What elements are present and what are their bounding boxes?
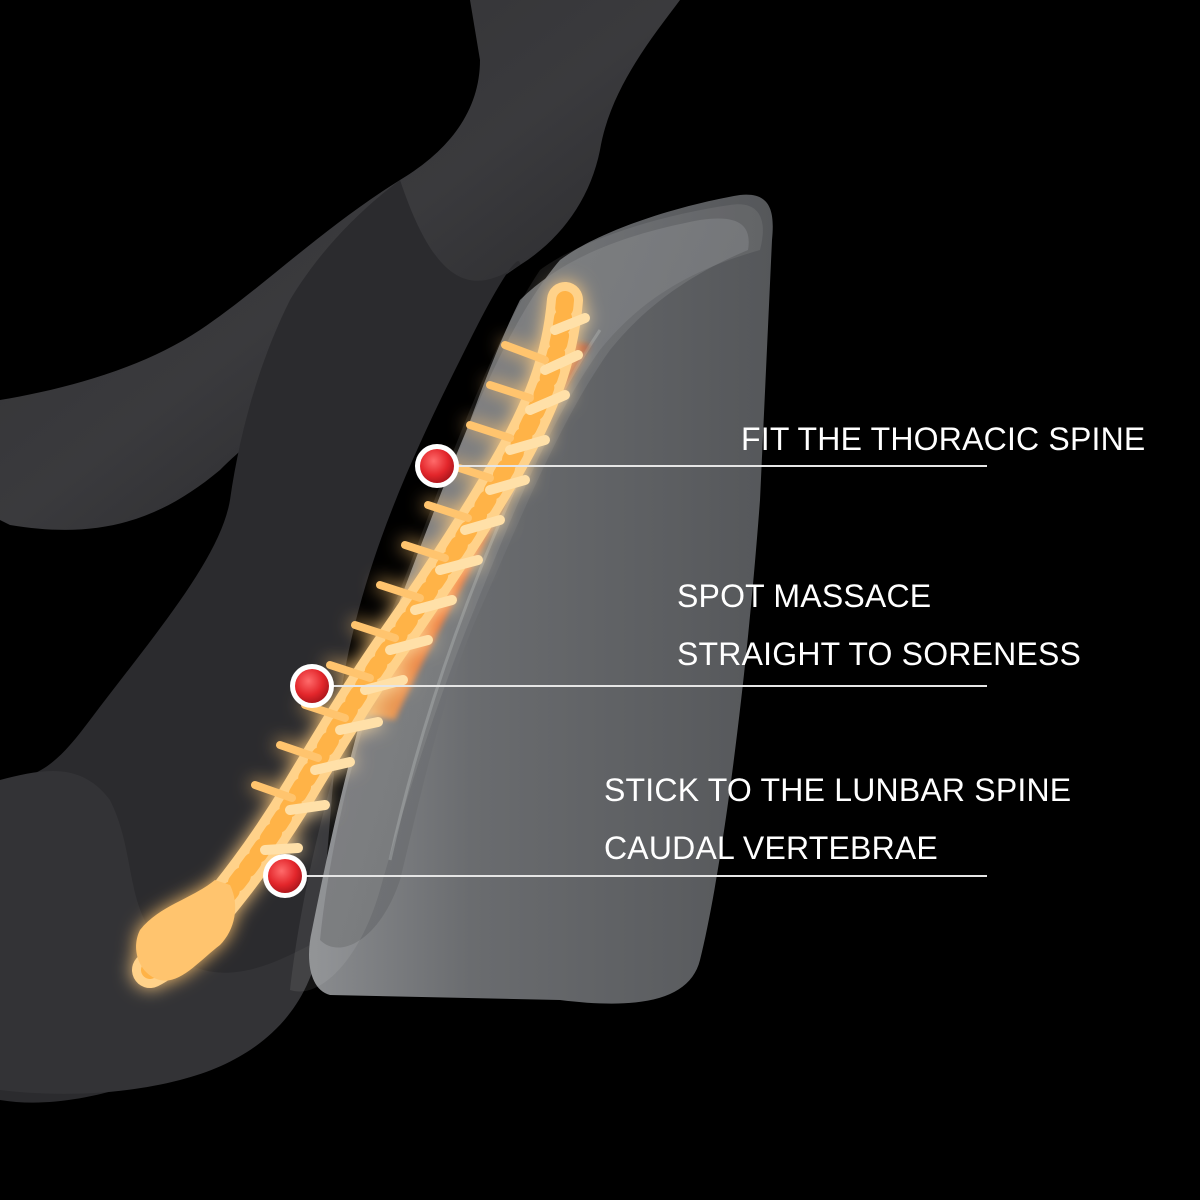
marker-massage — [290, 664, 334, 708]
callout-spot-massage: SPOT MASSACE STRAIGHT TO SORENESS — [677, 567, 1081, 683]
spine-illustration — [132, 282, 590, 988]
callout-lines — [300, 465, 987, 877]
marker-thoracic — [415, 444, 459, 488]
callout-massage-line-1: SPOT MASSACE — [677, 578, 932, 614]
callout-massage-line-2: STRAIGHT TO SORENESS — [677, 636, 1082, 672]
marker-lumbar — [263, 854, 307, 898]
body-silhouette — [0, 0, 680, 1103]
callout-lumbar-line-1: STICK TO THE LUNBAR SPINE — [604, 772, 1072, 808]
callout-lumbar-line-2: CAUDAL VERTEBRAE — [604, 830, 938, 866]
callout-thoracic-line-1: FIT THE THORACIC SPINE — [741, 421, 1146, 457]
callout-thoracic-spine: FIT THE THORACIC SPINE — [741, 410, 1145, 468]
callout-lumbar-spine: STICK TO THE LUNBAR SPINE CAUDAL VERTEBR… — [604, 761, 1071, 877]
